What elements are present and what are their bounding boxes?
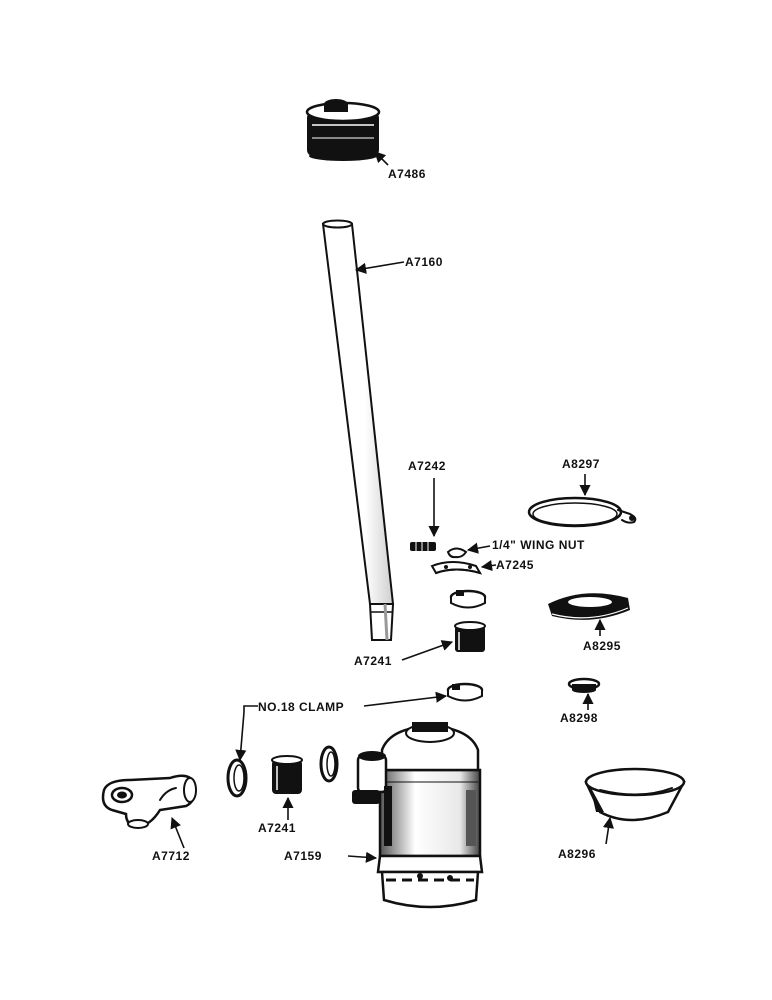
label-a7241-upper: A7241 bbox=[354, 654, 392, 668]
label-a7241-lower: A7241 bbox=[258, 821, 296, 835]
air-cleaner-body bbox=[352, 722, 484, 909]
bracket-part bbox=[430, 561, 483, 575]
label-a8298: A8298 bbox=[560, 711, 598, 725]
label-a7245: A7245 bbox=[496, 558, 534, 572]
label-a7486: A7486 bbox=[388, 167, 426, 181]
hose-upper-part bbox=[454, 621, 486, 652]
gasket-part bbox=[548, 593, 630, 620]
elbow-part bbox=[101, 774, 197, 829]
clamp-ring-left bbox=[226, 758, 248, 798]
leader-a7160 bbox=[354, 261, 405, 274]
label-wing-nut: 1/4" WING NUT bbox=[492, 538, 585, 552]
label-no18-clamp: NO.18 CLAMP bbox=[258, 700, 344, 714]
leader-a7245 bbox=[480, 560, 497, 572]
cap-part bbox=[305, 99, 381, 161]
tube-part bbox=[321, 219, 395, 641]
leader-wing-nut bbox=[466, 542, 491, 554]
leader-a8296 bbox=[602, 816, 615, 845]
label-a8297: A8297 bbox=[562, 457, 600, 471]
clamp-ring-upper bbox=[449, 589, 487, 609]
leader-no18-clamp-bracket bbox=[243, 705, 258, 712]
hose-lower-part bbox=[271, 755, 303, 794]
clamp-ring-no18 bbox=[446, 682, 484, 702]
clamp-ring-right bbox=[319, 745, 339, 783]
label-a7159: A7159 bbox=[284, 849, 322, 863]
leader-a7241-upper bbox=[401, 640, 454, 661]
leader-a7159 bbox=[347, 851, 378, 863]
small-cap-part bbox=[567, 677, 601, 693]
label-a8295: A8295 bbox=[583, 639, 621, 653]
leader-a7712 bbox=[170, 816, 185, 849]
label-a7242: A7242 bbox=[408, 459, 446, 473]
leader-a7486 bbox=[374, 151, 389, 166]
bowl-part bbox=[584, 767, 686, 822]
screw-part bbox=[410, 542, 436, 551]
leader-no18-clamp-right bbox=[363, 691, 448, 707]
band-ring-part bbox=[527, 496, 637, 528]
label-a7160: A7160 bbox=[405, 255, 443, 269]
wing-nut-part bbox=[446, 547, 468, 559]
label-a7712: A7712 bbox=[152, 849, 190, 863]
label-a8296: A8296 bbox=[558, 847, 596, 861]
leader-no18-clamp-down bbox=[235, 711, 247, 762]
